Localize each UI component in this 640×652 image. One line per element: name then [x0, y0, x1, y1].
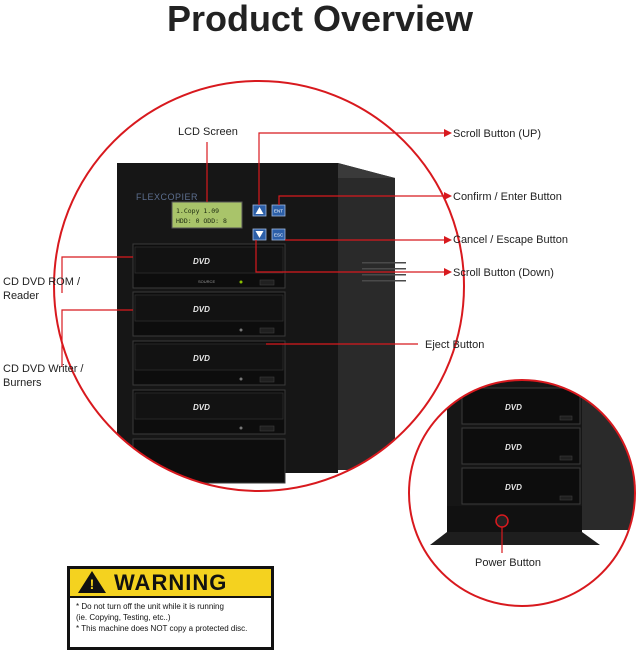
- callout-enter: [278, 195, 444, 205]
- closeup-circle: [53, 80, 465, 492]
- drive-bay-writer-4: [132, 438, 286, 484]
- escape-key: [271, 228, 286, 241]
- label-confirm-enter: Confirm / Enter Button: [453, 191, 562, 203]
- label-cancel-escape: Cancel / Escape Button: [453, 234, 568, 246]
- warning-line-3: * This machine does NOT copy a protected…: [76, 624, 248, 633]
- escape-key-label: ESC: [274, 233, 284, 238]
- callout-reader: [61, 256, 133, 293]
- base-closeup: DVD DVD DVD: [409, 380, 635, 606]
- warning-heading: WARNING: [114, 570, 228, 595]
- power-button-graphic: [495, 514, 509, 528]
- label-lcd-screen: LCD Screen: [178, 126, 238, 138]
- svg-text:DVD: DVD: [505, 483, 522, 492]
- drive-bay-reader: DVD SOURCE: [132, 243, 286, 289]
- enter-key-label: ENT: [274, 209, 283, 214]
- base-drive-1: DVD: [461, 387, 581, 425]
- main-unit-closeup: FLEXCOPIER 1.Copy 1.09 HDD: 0 ODD: 8 ENT…: [54, 81, 464, 491]
- drive-bay-writer-3: DVD: [132, 389, 286, 435]
- drive-logo: DVD: [193, 257, 210, 266]
- label-scroll-down: Scroll Button (Down): [453, 267, 554, 279]
- svg-text:DVD: DVD: [505, 403, 522, 412]
- brand-logo: FLEXCOPIER: [136, 192, 198, 202]
- label-reader: CD DVD ROM / Reader: [3, 276, 80, 302]
- drive-logo: DVD: [193, 403, 210, 412]
- callout-arrowheads: [444, 129, 452, 276]
- lcd-line-2: HDD: 0 ODD: 8: [176, 217, 227, 225]
- svg-text:DVD: DVD: [505, 443, 522, 452]
- warning-line-2: (ie. Copying, Testing, etc..): [76, 613, 171, 622]
- source-label: SOURCE: [198, 279, 215, 284]
- label-eject: Eject Button: [425, 339, 485, 351]
- callout-lines: [61, 132, 503, 553]
- exclamation-icon: !: [89, 576, 95, 592]
- base-drive-3: DVD: [461, 467, 581, 505]
- lcd-line-1: 1.Copy 1.09: [176, 207, 219, 215]
- warning-header: ! WARNING: [70, 569, 271, 598]
- callout-scroll-down: [255, 240, 444, 273]
- drive-bay-writer-2: DVD: [132, 340, 286, 386]
- drive-logo: DVD: [193, 305, 210, 314]
- warning-line-1: * Do not turn off the unit while it is r…: [76, 602, 224, 611]
- warning-triangle-icon: [78, 571, 106, 593]
- drive-bay-writer-1: DVD: [132, 291, 286, 337]
- label-scroll-up: Scroll Button (UP): [453, 128, 542, 140]
- label-writers: CD DVD Writer / Burners: [3, 363, 84, 389]
- vent-holes: [362, 262, 406, 282]
- base-drive-2: DVD: [461, 427, 581, 465]
- callout-writers: [61, 309, 133, 367]
- drive-logo: DVD: [193, 354, 210, 363]
- warning-sticker: ! WARNING * Do not turn off the unit whi…: [67, 566, 274, 650]
- label-power: Power Button: [475, 557, 542, 569]
- page-title: Product Overview: [166, 0, 474, 39]
- lcd-screen: [171, 201, 243, 229]
- base-closeup-circle: [408, 379, 636, 607]
- callout-scroll-up: [258, 132, 448, 205]
